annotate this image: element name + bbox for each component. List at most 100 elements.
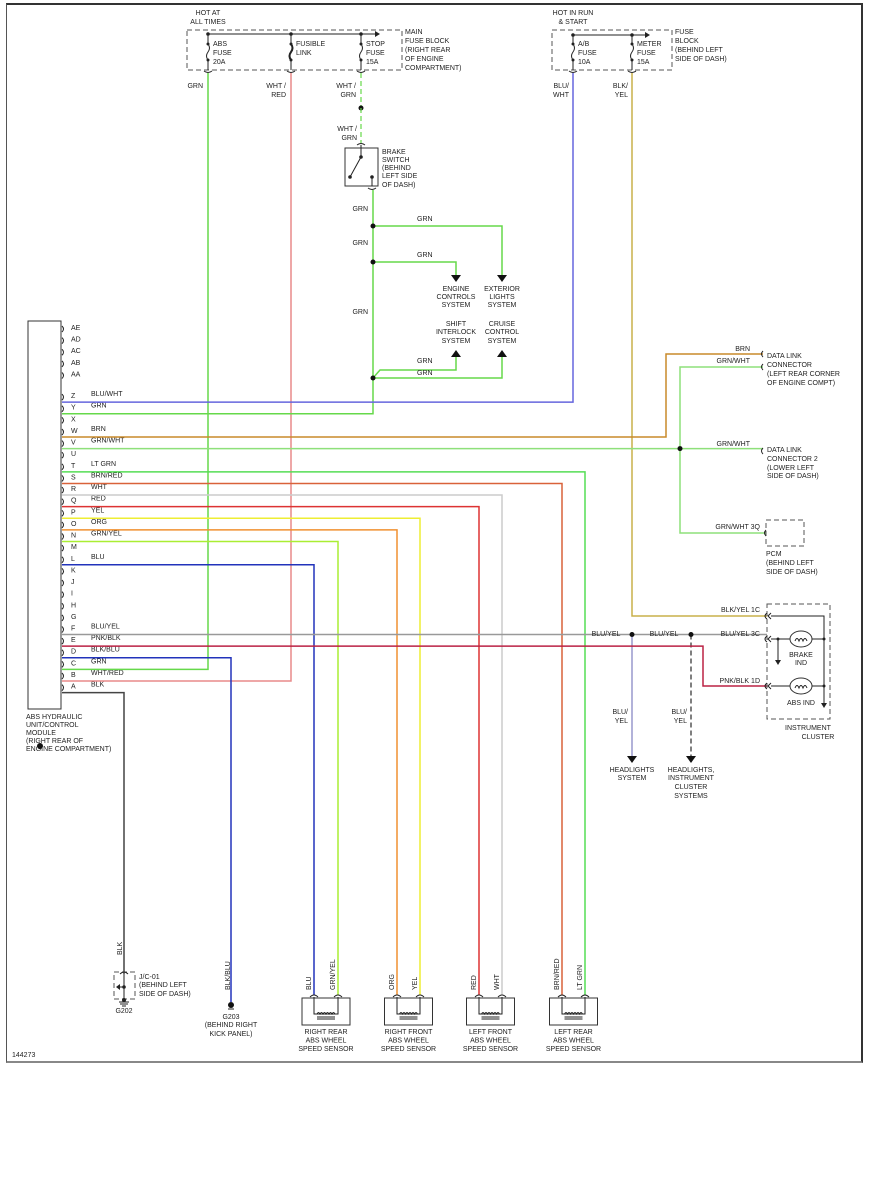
- system-label: SYSTEM: [442, 338, 471, 345]
- pin-label: R: [71, 486, 76, 493]
- system-label: SYSTEM: [488, 338, 517, 345]
- sensor-wire-label: YEL: [412, 977, 419, 990]
- splice-dot: [370, 375, 376, 381]
- sensor-wire-label: BLU: [306, 976, 313, 990]
- pin-connector-icon: [61, 337, 64, 344]
- pin-label: F: [71, 626, 75, 633]
- brake-ind-label: BRAKE: [789, 652, 813, 659]
- g202-label: G202: [115, 1008, 132, 1015]
- main-fuse-block-title: MAIN: [405, 29, 423, 36]
- sensor-label: SPEED SENSOR: [381, 1046, 436, 1053]
- pin-wire-label: BLU/YEL: [91, 624, 120, 631]
- pin-label: G: [71, 614, 76, 621]
- headlights-cluster-label-3: CLUSTER: [675, 784, 708, 791]
- system-label: EXTERIOR: [484, 286, 520, 293]
- splice-dot: [629, 632, 635, 637]
- dash-fuse-block-title: FUSE: [675, 29, 694, 36]
- dash-fuse-block-title-2: BLOCK: [675, 38, 699, 45]
- dash-fuse-block-outline: [551, 29, 673, 71]
- pin-connector-icon: [61, 498, 64, 506]
- wire-grn-wht-pcm: [679, 366, 766, 534]
- wire-label-grn: GRN: [417, 252, 433, 259]
- wire-label-blk-yel-2: YEL: [615, 92, 628, 99]
- headlights-cluster-label-2: INSTRUMENT: [668, 775, 715, 782]
- wire-label-blk-blu: BLK/BLU: [225, 961, 232, 990]
- dlc2-label-2: CONNECTOR 2: [767, 456, 818, 463]
- pin-connector-icon: [61, 684, 64, 691]
- hot-at-all-times-label-2: ALL TIMES: [190, 19, 226, 26]
- instrument-cluster: BLK/YEL 1C BLU/YEL 3C PNK/BLK 1D BRAKE I…: [592, 603, 835, 800]
- pin-wire-label: PNK/BLK: [91, 635, 121, 642]
- sensor-box: [466, 997, 515, 1026]
- sensor-box: [301, 997, 351, 1026]
- ground-g203-icon: [228, 1002, 234, 1008]
- pin-label: AD: [71, 337, 81, 344]
- brake-switch-label-4: LEFT SIDE: [382, 173, 418, 180]
- wire-lt-grn: [62, 471, 586, 995]
- wire-label-grn: GRN: [417, 216, 433, 223]
- pin-label: AC: [71, 348, 81, 355]
- sensor-box: [384, 997, 433, 1026]
- pin-connector-icon: [61, 348, 64, 356]
- arrow-up-icon: [451, 350, 461, 357]
- pin-wire-label: GRN: [91, 658, 107, 665]
- wire-label-brn: BRN: [735, 346, 750, 353]
- pin-label: AE: [71, 325, 81, 332]
- brake-switch-label-5: OF DASH): [382, 182, 415, 189]
- dash-fuse-block-title-4: SIDE OF DASH): [675, 56, 727, 63]
- wire-label-grn-wht-3q: GRN/WHT 3Q: [715, 524, 760, 531]
- wire-label-grn: GRN: [352, 206, 368, 213]
- meter-fuse-rating: 15A: [637, 59, 650, 66]
- wire-blu-wht: [62, 73, 574, 403]
- diagram-id: 144273: [12, 1052, 35, 1059]
- pin-label: N: [71, 533, 76, 540]
- wire-label-blu-wht-2: WHT: [553, 92, 570, 99]
- pin-label: U: [71, 451, 76, 458]
- instrument-cluster-outline: [766, 603, 831, 720]
- shift-interlock-system: SHIFT INTERLOCK SYSTEM: [436, 321, 476, 345]
- pcm-label-3: SIDE OF DASH): [766, 569, 818, 576]
- pin-connector-icon: [61, 649, 64, 657]
- splice-dot: [677, 446, 683, 452]
- pin-label: E: [71, 637, 76, 644]
- pin-connector-icon: [61, 614, 64, 622]
- pin-label: A: [71, 684, 76, 691]
- pin-wire-label: GRN/YEL: [91, 531, 122, 538]
- abs-module: ABS HYDRAULIC UNIT/CONTROL MODULE (RIGHT…: [26, 320, 111, 753]
- instrument-cluster-label-2: CLUSTER: [802, 734, 835, 741]
- coil-icon: [316, 1012, 336, 1016]
- abs-module-label-3: MODULE: [26, 730, 56, 737]
- pin-connector-icon: [61, 451, 64, 459]
- pin-wire-label: ORG: [91, 519, 107, 526]
- wire-label-blu-yel: BLU/YEL: [592, 631, 621, 638]
- pin-label: X: [71, 416, 76, 423]
- ab-fuse-label-2: FUSE: [578, 50, 597, 57]
- brake-switch-label: BRAKE: [382, 149, 406, 156]
- main-fuse-block-title-2: FUSE BLOCK: [405, 38, 450, 45]
- pin-wire-label: BRN/RED: [91, 472, 123, 479]
- wire-label-grn: GRN: [352, 309, 368, 316]
- pin-connector-icon: [61, 360, 64, 368]
- arrow-down-icon: [497, 275, 507, 282]
- pin-label: AB: [71, 360, 81, 367]
- exterior-lights-system: EXTERIOR LIGHTS SYSTEM: [484, 286, 520, 309]
- wire-label-blu-yel: BLU/YEL: [650, 631, 679, 638]
- headlights-cluster-label: HEADLIGHTS,: [668, 767, 715, 774]
- abs-module-label-2: UNIT/CONTROL: [26, 722, 79, 729]
- dash-fuse-block-title-3: (BEHIND LEFT: [675, 47, 724, 54]
- pin-label: P: [71, 509, 76, 516]
- wire-label-wht-grn-2: GRN: [340, 92, 356, 99]
- sensor-wire-label: LT GRN: [577, 965, 584, 990]
- hot-in-run-label: HOT IN RUN: [553, 10, 594, 17]
- wire-label-grn: GRN: [417, 370, 433, 377]
- g203-label-2: (BEHIND RIGHT: [205, 1022, 258, 1029]
- splice-dot: [688, 632, 694, 637]
- sensor-label: RIGHT FRONT: [385, 1029, 433, 1036]
- pin-label: O: [71, 521, 77, 528]
- grn-splice-tree: [372, 190, 503, 413]
- pcm-outline: [765, 519, 805, 547]
- sensor-wire-label: RED: [471, 975, 478, 990]
- wire-label-blu-yel-3c: BLU/YEL 3C: [721, 631, 760, 638]
- harness-wires: [62, 73, 767, 1002]
- sensor-label: LEFT FRONT: [469, 1029, 513, 1036]
